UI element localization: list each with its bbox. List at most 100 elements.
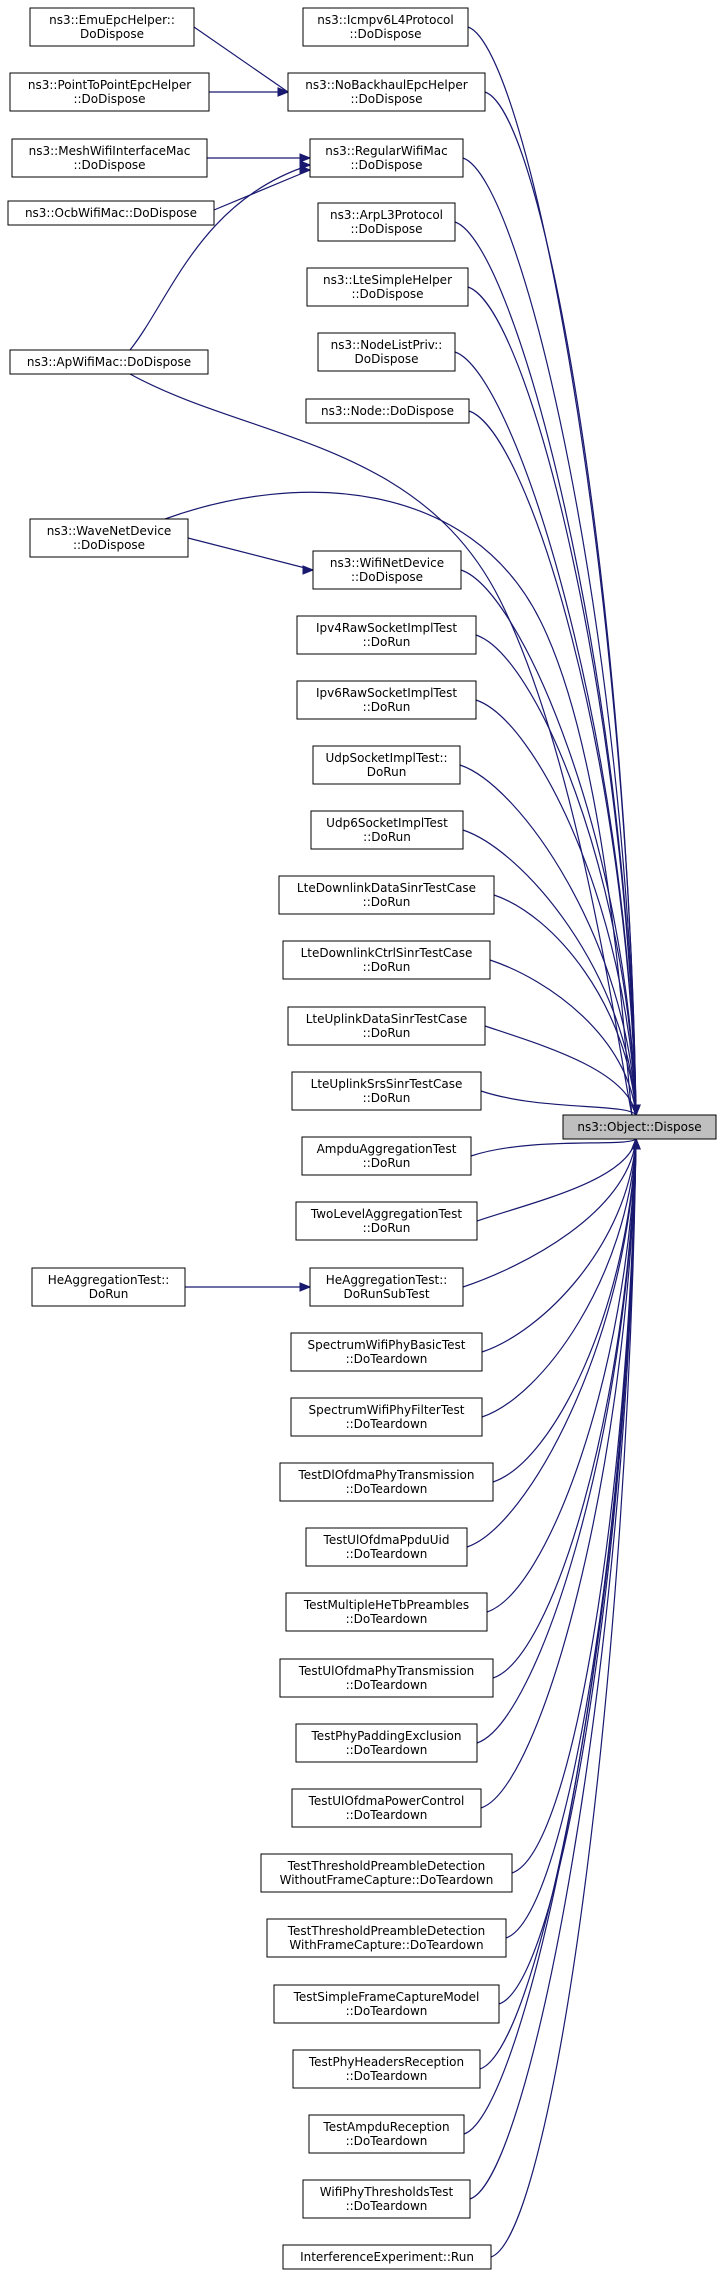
graph-node-target[interactable]: ns3::Object::Dispose — [562, 1114, 717, 1140]
graph-node-threshwith[interactable]: TestThresholdPreambleDetectionWithFrameC… — [266, 1918, 507, 1958]
graph-node-ampdurx[interactable]: TestAmpduReception::DoTeardown — [308, 2114, 465, 2154]
node-label-line: ns3::WaveNetDevice — [47, 524, 172, 538]
node-box — [290, 1397, 483, 1437]
node-label-line: ::DoDispose — [350, 222, 422, 236]
node-box — [11, 138, 208, 178]
node-box — [273, 1984, 500, 2024]
node-label-line: TestThresholdPreambleDetection — [287, 1859, 486, 1873]
graph-node-heaggrun[interactable]: HeAggregationTest::DoRun — [31, 1267, 186, 1307]
node-label-line: ::DoTeardown — [346, 1612, 428, 1626]
graph-node-ampdu[interactable]: AmpduAggregationTest::DoRun — [301, 1136, 472, 1176]
graph-node-wifinet[interactable]: ns3::WifiNetDevice::DoDispose — [312, 550, 462, 590]
node-label-line: TestPhyPaddingExclusion — [311, 1729, 462, 1743]
call-edge-udpsock-to-target — [459, 764, 637, 1116]
node-box — [279, 1658, 494, 1698]
node-box — [562, 1114, 717, 1140]
graph-node-phyheaders[interactable]: TestPhyHeadersReception::DoTeardown — [292, 2049, 481, 2089]
node-label-line: DoDispose — [80, 27, 144, 41]
graph-node-ulppdu[interactable]: TestUlOfdmaPpduUid::DoTeardown — [305, 1527, 468, 1567]
graph-node-meshwifi[interactable]: ns3::MeshWifiInterfaceMac::DoDispose — [11, 138, 208, 178]
node-label-line: ns3::NodeListPriv:: — [331, 338, 443, 352]
node-label-line: ::DoDispose — [73, 538, 145, 552]
graph-node-heaggsub[interactable]: HeAggregationTest::DoRunSubTest — [309, 1267, 464, 1307]
node-label-line: ::DoTeardown — [346, 1352, 428, 1366]
graph-node-arpl3[interactable]: ns3::ArpL3Protocol::DoDispose — [317, 202, 456, 242]
graph-node-twolevel[interactable]: TwoLevelAggregationTest::DoRun — [295, 1201, 478, 1241]
graph-node-icmpv6l4[interactable]: ns3::Icmpv6L4Protocol::DoDispose — [302, 7, 469, 47]
graph-node-udp6sock[interactable]: Udp6SocketImplTest::DoRun — [310, 810, 464, 850]
graph-node-ltesimple[interactable]: ns3::LteSimpleHelper::DoDispose — [306, 267, 469, 307]
node-label-line: TestPhyHeadersReception — [308, 2055, 464, 2069]
call-edge-lteuldata-to-target — [484, 1025, 637, 1116]
call-edge-ltedlctrl-to-target — [489, 959, 637, 1116]
node-label-line: TwoLevelAggregationTest — [310, 1207, 463, 1221]
graph-node-nodelistpriv[interactable]: ns3::NodeListPriv::DoDispose — [317, 332, 456, 372]
graph-node-framecap[interactable]: TestSimpleFrameCaptureModel::DoTeardown — [273, 1984, 500, 2024]
node-label-line: ns3::ApWifiMac::DoDispose — [27, 355, 191, 369]
node-box — [305, 398, 470, 424]
node-label-line: DoRun — [367, 765, 407, 779]
node-label-line: DoRunSubTest — [343, 1287, 429, 1301]
node-label-line: LteUplinkSrsSinrTestCase — [311, 1077, 463, 1091]
node-box — [302, 2179, 471, 2219]
call-edge-emuepc-to-nobackhaul — [193, 26, 289, 93]
node-label-line: ns3::MeshWifiInterfaceMac — [29, 144, 191, 158]
node-box — [9, 72, 210, 112]
graph-node-dlofdma[interactable]: TestDlOfdmaPhyTransmission::DoTeardown — [279, 1462, 494, 1502]
graph-node-apwifi[interactable]: ns3::ApWifiMac::DoDispose — [9, 349, 209, 375]
node-label-line: ns3::LteSimpleHelper — [323, 273, 452, 287]
call-edge-threshwith-to-target — [505, 1138, 637, 1939]
node-label-line: ns3::Icmpv6L4Protocol — [317, 13, 453, 27]
node-box — [29, 7, 195, 47]
graph-node-ltedldata[interactable]: LteDownlinkDataSinrTestCase::DoRun — [278, 875, 495, 915]
graph-node-ocbwifi[interactable]: ns3::OcbWifiMac::DoDispose — [7, 200, 215, 226]
call-edge-ipv6raw-to-target — [475, 699, 637, 1116]
node-label-line: SpectrumWifiPhyBasicTest — [308, 1338, 466, 1352]
arrowhead — [299, 153, 312, 163]
node-box — [291, 1071, 482, 1111]
node-box — [292, 2049, 481, 2089]
node-box — [29, 518, 189, 558]
graph-node-node[interactable]: ns3::Node::DoDispose — [305, 398, 470, 424]
graph-node-threshwithout[interactable]: TestThresholdPreambleDetectionWithoutFra… — [260, 1853, 513, 1893]
arrowhead — [299, 165, 312, 175]
graph-node-lteulsrs[interactable]: LteUplinkSrsSinrTestCase::DoRun — [291, 1071, 482, 1111]
node-box — [290, 1332, 483, 1372]
node-box — [295, 1201, 478, 1241]
graph-node-regularwifi[interactable]: ns3::RegularWifiMac::DoDispose — [309, 138, 464, 178]
node-box — [295, 1723, 478, 1763]
graph-node-ipv4raw[interactable]: Ipv4RawSocketImplTest::DoRun — [296, 615, 477, 655]
graph-node-specbasic[interactable]: SpectrumWifiPhyBasicTest::DoTeardown — [290, 1332, 483, 1372]
node-label-line: WifiPhyThresholdsTest — [320, 2185, 454, 2199]
graph-node-ltedlctrl[interactable]: LteDownlinkCtrlSinrTestCase::DoRun — [282, 940, 491, 980]
node-box — [301, 1136, 472, 1176]
call-edge-wifinet-to-target — [460, 569, 637, 1116]
graph-node-nobackhaul[interactable]: ns3::NoBackhaulEpcHelper::DoDispose — [287, 72, 486, 112]
graph-node-specfilter[interactable]: SpectrumWifiPhyFilterTest::DoTeardown — [290, 1397, 483, 1437]
node-label-line: ns3::RegularWifiMac — [325, 144, 447, 158]
call-edge-ocbwifi-to-regularwifi — [213, 169, 311, 211]
call-edge-twolevel-to-target — [476, 1138, 637, 1222]
graph-node-wavenet[interactable]: ns3::WaveNetDevice::DoDispose — [29, 518, 189, 558]
call-edge-wifithresh-to-target — [469, 1138, 637, 2200]
call-edge-ampdu-to-target — [470, 1138, 637, 1157]
node-box — [260, 1853, 513, 1893]
node-box — [296, 615, 477, 655]
node-label-line: ::DoRun — [363, 895, 411, 909]
call-edge-ampdurx-to-target — [463, 1138, 637, 2135]
graph-node-multihetb[interactable]: TestMultipleHeTbPreambles::DoTeardown — [285, 1592, 488, 1632]
call-edge-specfilter-to-target — [481, 1138, 637, 1418]
call-edge-ltedldata-to-target — [493, 894, 637, 1116]
graph-node-lteuldata[interactable]: LteUplinkDataSinrTestCase::DoRun — [287, 1006, 486, 1046]
graph-node-interf[interactable]: InterferenceExperiment::Run — [282, 2244, 492, 2270]
node-label-line: DoDispose — [354, 352, 418, 366]
graph-node-p2pepc[interactable]: ns3::PointToPointEpcHelper::DoDispose — [9, 72, 210, 112]
graph-node-ipv6raw[interactable]: Ipv6RawSocketImplTest::DoRun — [296, 680, 477, 720]
graph-node-ulofdmatx[interactable]: TestUlOfdmaPhyTransmission::DoTeardown — [279, 1658, 494, 1698]
graph-node-udpsock[interactable]: UdpSocketImplTest::DoRun — [312, 745, 461, 785]
graph-node-wifithresh[interactable]: WifiPhyThresholdsTest::DoTeardown — [302, 2179, 471, 2219]
node-label-line: ::DoTeardown — [346, 2199, 428, 2213]
graph-node-phypad[interactable]: TestPhyPaddingExclusion::DoTeardown — [295, 1723, 478, 1763]
graph-node-emuepc[interactable]: ns3::EmuEpcHelper::DoDispose — [29, 7, 195, 47]
graph-node-ulpower[interactable]: TestUlOfdmaPowerControl::DoTeardown — [291, 1788, 482, 1828]
